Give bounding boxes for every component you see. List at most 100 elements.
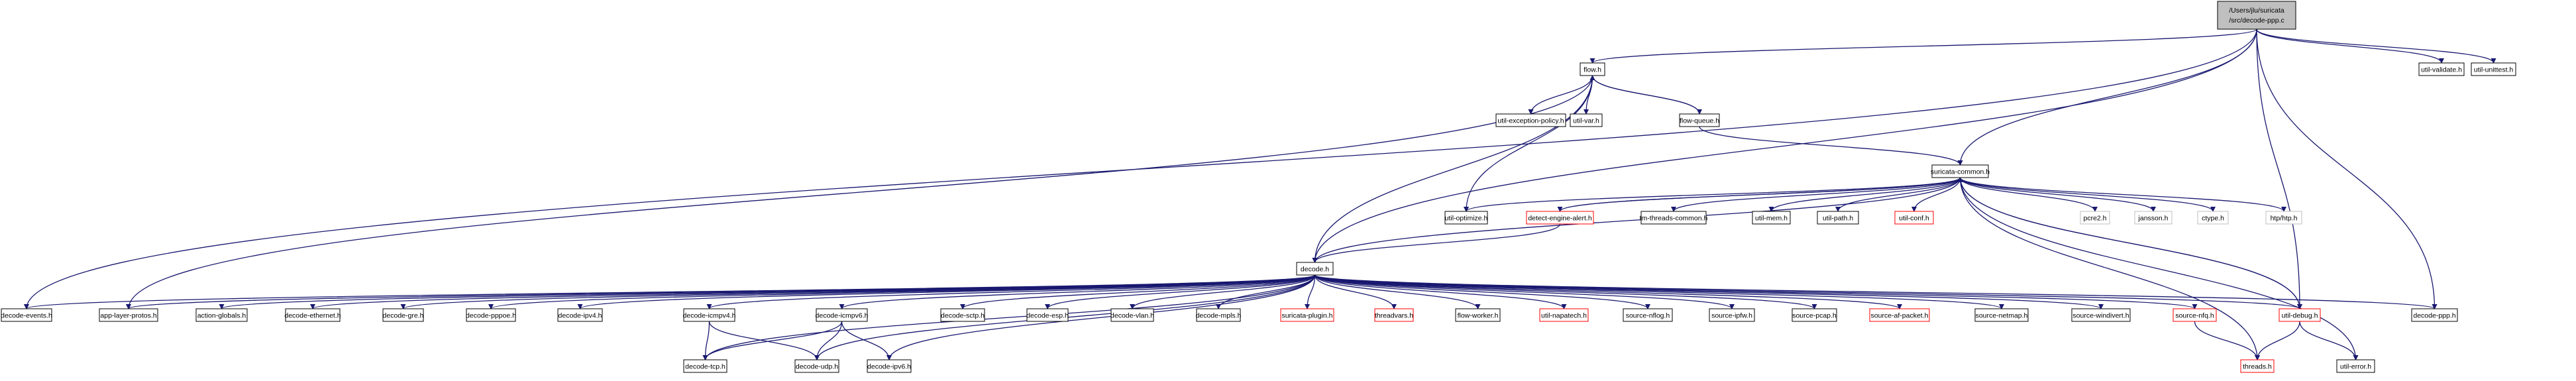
node-decode-ipv6-h[interactable]: decode-ipv6.h	[867, 359, 912, 373]
node-flow-queue-h[interactable]: flow-queue.h	[1679, 113, 1720, 127]
edge-decode-h-to-decode-icmpv4-h	[706, 274, 1316, 309]
node-util-var-h[interactable]: util-var.h	[1570, 113, 1603, 127]
node-util-exception-policy-h[interactable]: util-exception-policy.h	[1495, 113, 1566, 127]
node-util-var-h-label: util-var.h	[1573, 117, 1599, 125]
node-util-error-h-box	[2336, 359, 2375, 373]
node-decode-sctp-h[interactable]: decode-sctp.h	[940, 308, 985, 322]
node-root[interactable]: /Users/jlu/suricata/src/decode-ppp.c	[2217, 1, 2296, 30]
node-app-layer-protos-h[interactable]: app-layer-protos.h	[99, 308, 158, 322]
node-pcre2-h-label: pcre2.h	[2083, 214, 2106, 222]
node-util-optimize-h-box	[1444, 211, 1488, 225]
node-decode-ipv4-h-label: decode-ipv4.h	[559, 311, 602, 319]
node-decode-gre-h-box	[382, 308, 424, 322]
edge-decode-icmpv6-h-to-decode-tcp-h	[702, 321, 843, 360]
node-util-optimize-h[interactable]: util-optimize.h	[1444, 211, 1488, 225]
node-suricata-plugin-h[interactable]: suricata-plugin.h	[1280, 308, 1334, 322]
node-decode-ethernet-h-box	[285, 308, 341, 322]
node-suricata-plugin-h-box	[1280, 308, 1334, 322]
node-decode-ipv6-h-box	[867, 359, 912, 373]
node-decode-icmpv6-h-box	[816, 308, 868, 322]
node-flow-queue-h-label: flow-queue.h	[1680, 117, 1719, 125]
node-htp-htp-h: htp/htp.h	[2265, 211, 2302, 225]
node-util-exception-policy-h-label: util-exception-policy.h	[1497, 117, 1564, 125]
edge-suricata-common-h-to-util-optimize-h	[1464, 177, 1961, 212]
node-flow-worker-h[interactable]: flow-worker.h	[1455, 308, 1501, 322]
node-flow-h-label: flow.h	[1583, 66, 1601, 74]
node-decode-h[interactable]: decode.h	[1296, 262, 1334, 276]
node-htp-htp-h-label: htp/htp.h	[2271, 214, 2298, 222]
node-util-unittest-h-box	[2471, 62, 2516, 76]
node-decode-esp-h[interactable]: decode-esp.h	[1026, 308, 1069, 322]
node-flow-h[interactable]: flow.h	[1580, 62, 1605, 76]
node-util-conf-h-box	[1894, 211, 1934, 225]
node-decode-icmpv4-h-box	[683, 308, 735, 322]
node-util-validate-h[interactable]: util-validate.h	[2418, 62, 2465, 76]
edge-util-debug-h-to-threads-h	[2255, 321, 2300, 360]
edge-decode-icmpv4-h-to-decode-udp-h	[708, 321, 820, 360]
node-decode-h-label: decode.h	[1301, 265, 1329, 273]
node-flow-queue-h-box	[1679, 113, 1720, 127]
node-source-windivert-h[interactable]: source-windivert.h	[2071, 308, 2131, 322]
node-threadvars-h[interactable]: threadvars.h	[1374, 308, 1414, 322]
node-decode-ppp-h[interactable]: decode-ppp.h	[2411, 308, 2458, 322]
edge-suricata-common-h-to-ctype-h	[1959, 177, 2216, 212]
edge-suricata-common-h-to-util-mem-h	[1768, 177, 1961, 212]
node-decode-ipv4-h[interactable]: decode-ipv4.h	[557, 308, 603, 322]
node-decode-pppoe-h[interactable]: decode-pppoe.h	[466, 308, 516, 322]
node-source-nfq-h[interactable]: source-nfq.h	[2173, 308, 2217, 322]
node-source-nfq-h-label: source-nfq.h	[2175, 311, 2214, 319]
node-decode-mpls-h-box	[1196, 308, 1241, 322]
node-decode-icmpv4-h-label: decode-icmpv4.h	[683, 311, 736, 319]
node-decode-events-h[interactable]: decode-events.h	[1, 308, 52, 322]
node-root-label-line1: /Users/jlu/suricata	[2229, 7, 2284, 15]
node-decode-icmpv6-h[interactable]: decode-icmpv6.h	[816, 308, 869, 322]
edge-source-nfq-h-to-threads-h	[2194, 321, 2260, 360]
node-source-ipfw-h-label: source-ipfw.h	[1711, 311, 1752, 319]
node-decode-udp-h-box	[794, 359, 839, 373]
node-decode-ethernet-h[interactable]: decode-ethernet.h	[284, 308, 341, 322]
node-root-box	[2217, 1, 2296, 30]
node-util-path-h-label: util-path.h	[1823, 214, 1853, 222]
node-decode-udp-h[interactable]: decode-udp.h	[794, 359, 839, 373]
node-action-globals-h-label: action-globals.h	[197, 311, 246, 319]
edge-decode-h-to-decode-events-h	[24, 274, 1316, 309]
node-tm-threads-common-h-label: tm-threads-common.h	[1640, 214, 1708, 222]
node-source-nflog-h[interactable]: source-nflog.h	[1623, 308, 1673, 322]
node-suricata-common-h[interactable]: suricata-common.h	[1931, 164, 1990, 178]
node-threads-h[interactable]: threads.h	[2240, 359, 2275, 373]
node-source-ipfw-h[interactable]: source-ipfw.h	[1709, 308, 1755, 322]
node-util-unittest-h-label: util-unittest.h	[2474, 66, 2514, 74]
node-detect-engine-alert-h[interactable]: detect-engine-alert.h	[1526, 211, 1594, 225]
node-util-error-h[interactable]: util-error.h	[2336, 359, 2375, 373]
node-tm-threads-common-h[interactable]: tm-threads-common.h	[1640, 211, 1708, 225]
edge-root-to-util-validate-h	[2256, 28, 2444, 64]
node-source-pcap-h-label: source-pcap.h	[1792, 311, 1837, 319]
node-util-napatech-h[interactable]: util-napatech.h	[1539, 308, 1589, 322]
node-source-pcap-h-box	[1792, 308, 1837, 322]
node-util-mem-h[interactable]: util-mem.h	[1752, 211, 1791, 225]
node-ctype-h: ctype.h	[2197, 211, 2229, 225]
node-util-unittest-h[interactable]: util-unittest.h	[2471, 62, 2516, 76]
node-util-error-h-label: util-error.h	[2340, 362, 2371, 370]
edge-suricata-common-h-to-util-error-h	[1959, 177, 2359, 360]
node-decode-gre-h[interactable]: decode-gre.h	[382, 308, 424, 322]
node-decode-vlan-h[interactable]: decode-vlan.h	[1110, 308, 1154, 322]
node-util-var-h-box	[1570, 113, 1603, 127]
edge-suricata-common-h-to-threads-h	[1959, 177, 2260, 360]
node-decode-ipv6-h-label: decode-ipv6.h	[867, 362, 911, 370]
node-source-af-packet-h[interactable]: source-af-packet.h	[1869, 308, 1930, 322]
node-source-pcap-h[interactable]: source-pcap.h	[1792, 308, 1837, 322]
node-pcre2-h: pcre2.h	[2080, 211, 2110, 225]
node-decode-mpls-h[interactable]: decode-mpls.h	[1196, 308, 1242, 322]
node-decode-tcp-h[interactable]: decode-tcp.h	[683, 359, 727, 373]
node-util-conf-h[interactable]: util-conf.h	[1894, 211, 1934, 225]
node-decode-icmpv4-h[interactable]: decode-icmpv4.h	[683, 308, 736, 322]
node-source-netmap-h[interactable]: source-netmap.h	[1974, 308, 2029, 322]
edge-util-debug-h-to-suricata-common-h	[1957, 177, 2300, 309]
node-util-debug-h[interactable]: util-debug.h	[2279, 308, 2321, 322]
node-decode-ppp-h-box	[2411, 308, 2458, 322]
edge-suricata-common-h-to-pcre2-h	[1959, 177, 2098, 212]
edge-decode-h-to-source-pcap-h	[1314, 274, 1817, 309]
node-action-globals-h[interactable]: action-globals.h	[195, 308, 248, 322]
node-util-path-h[interactable]: util-path.h	[1817, 211, 1859, 225]
